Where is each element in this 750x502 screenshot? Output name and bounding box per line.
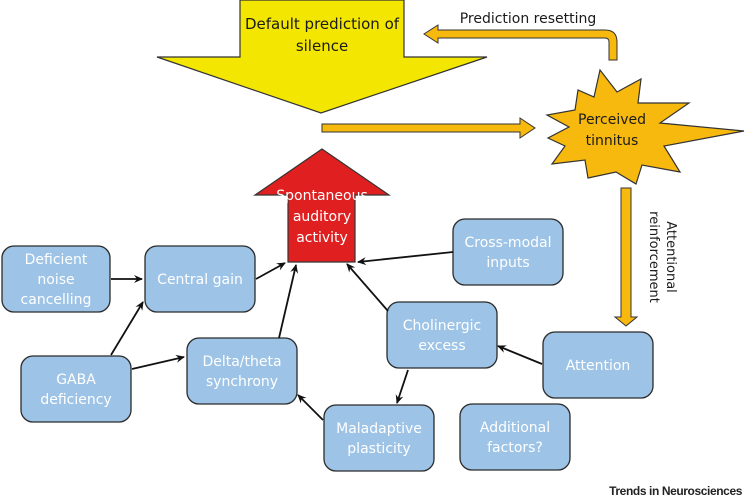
box-maladaptive: Maladaptive plasticity <box>323 404 435 472</box>
box-label: synchrony <box>206 374 278 390</box>
spontaneous-activity-arrow <box>253 148 391 263</box>
box-shape <box>542 331 654 399</box>
box-label: excess <box>418 338 465 354</box>
prediction-resetting-arrow <box>423 24 618 61</box>
box-shape <box>323 404 435 472</box>
arrow-cholinergic-to-maladaptive <box>395 369 409 404</box>
box-shape <box>144 245 256 313</box>
arrow-cholinergic-to-spontaneous <box>346 263 389 312</box>
box-deficient-noise: Deficient noise cancelling <box>1 245 111 313</box>
box-additional: Additional factors? <box>459 403 571 471</box>
box-label: inputs <box>486 255 529 271</box>
box-gaba: GABA deficiency <box>20 355 132 423</box>
arrow-central-to-spontaneous <box>255 262 286 280</box>
spontaneous-line1: Spontaneous <box>276 188 368 204</box>
arrow-maladaptive-to-delta <box>297 394 324 421</box>
box-shape <box>459 403 571 471</box>
perceived-tinnitus-burst <box>545 68 745 185</box>
perceived-tinnitus-line2: tinnitus <box>586 133 639 149</box>
box-label: factors? <box>487 440 543 456</box>
box-shape <box>186 337 298 405</box>
attentional-reinforcement-label: Attentional reinforcement <box>646 211 678 303</box>
arrow-crossmodal-to-spontaneous <box>357 251 454 266</box>
attentional-reinforcement-arrow <box>613 187 639 327</box>
perceived-tinnitus-line1: Perceived <box>578 112 646 128</box>
box-label: deficiency <box>40 392 111 408</box>
arrow-attention-to-cholinergic <box>497 345 543 365</box>
box-label: Delta/theta <box>202 354 281 370</box>
default-prediction-line2: silence <box>296 37 348 55</box>
arrow-gaba-to-delta <box>131 354 185 370</box>
box-label: Attention <box>566 358 631 374</box>
box-shape <box>386 301 498 369</box>
box-central-gain: Central gain <box>144 245 256 313</box>
box-shape <box>452 218 564 286</box>
default-prediction-arrow <box>156 0 488 114</box>
box-shape <box>20 355 132 423</box>
prediction-resetting-label: Prediction resetting <box>460 11 597 27</box>
box-cross-modal: Cross-modal inputs <box>452 218 564 286</box>
box-label: Deficient <box>25 252 88 268</box>
box-label: plasticity <box>347 441 410 457</box>
box-label: Cholinergic <box>403 318 481 334</box>
arrow-delta-to-spontaneous <box>278 264 299 339</box>
arrow-gaba-to-central <box>110 301 144 356</box>
box-label: GABA <box>56 372 96 388</box>
default-prediction-line1: Default prediction of <box>245 15 400 33</box>
box-label: Cross-modal <box>465 235 552 251</box>
to-tinnitus-arrow <box>321 117 536 139</box>
box-label: Maladaptive <box>336 421 422 437</box>
svg-text:Attentional: Attentional <box>663 221 678 293</box>
box-cholinergic: Cholinergic excess <box>386 301 498 369</box>
box-attention: Attention <box>542 331 654 399</box>
box-label: Additional <box>480 420 550 436</box>
connectors <box>110 251 543 421</box>
box-shape <box>1 245 111 313</box>
svg-text:reinforcement: reinforcement <box>646 211 661 303</box>
box-delta-theta: Delta/theta synchrony <box>186 337 298 405</box>
spontaneous-line3: activity <box>296 230 348 246</box>
journal-credit: Trends in Neurosciences <box>609 484 742 498</box>
box-label: cancelling <box>21 292 92 308</box>
box-label: noise <box>37 272 74 288</box>
spontaneous-line2: auditory <box>293 209 351 225</box>
box-label: Central gain <box>157 272 243 288</box>
